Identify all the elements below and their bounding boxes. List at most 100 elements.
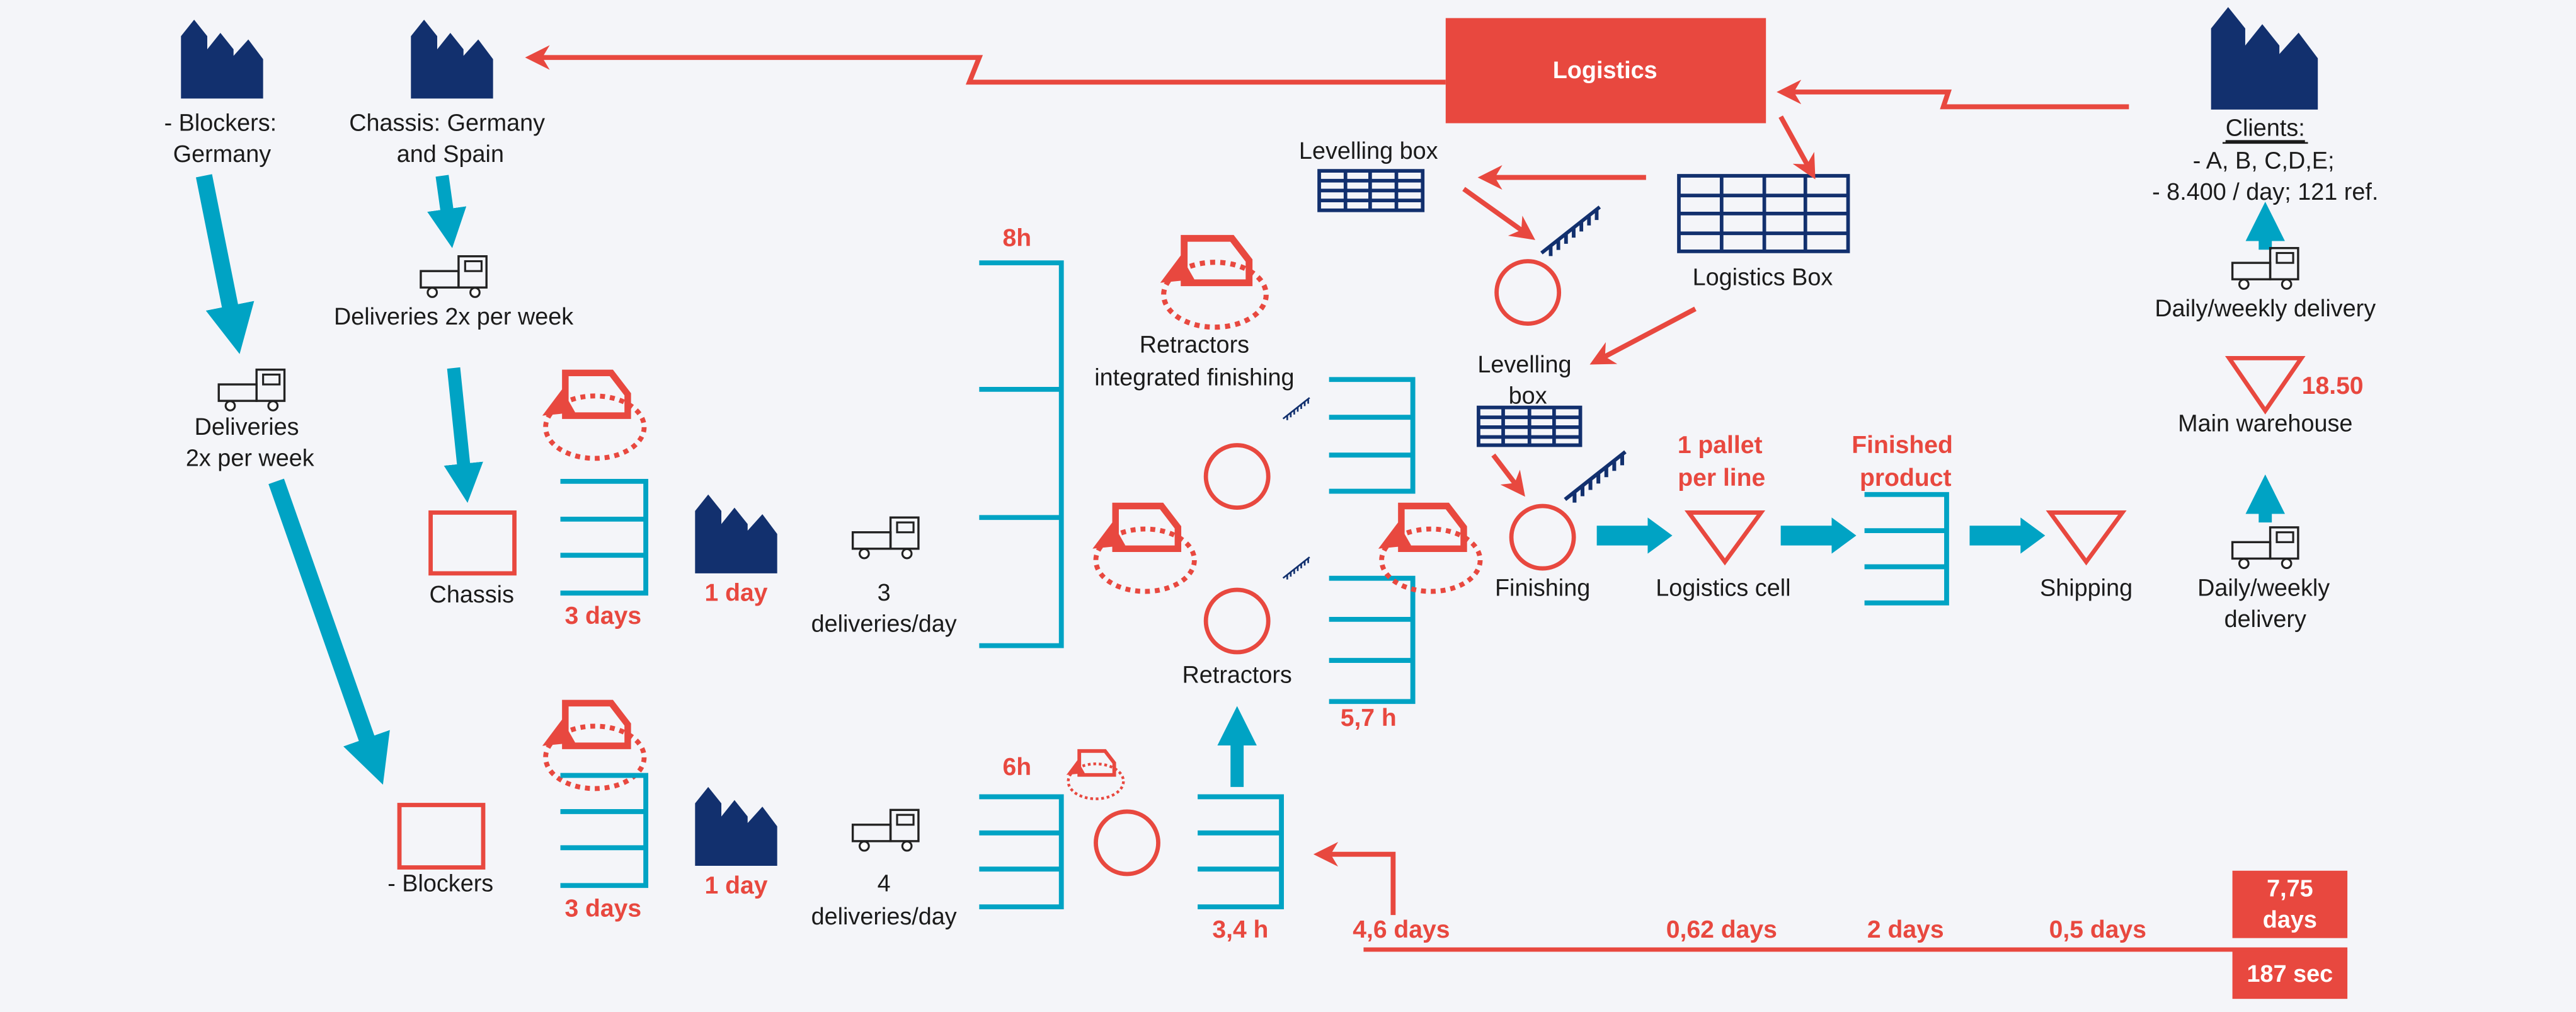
total-lead-time-box [2232, 870, 2348, 938]
warehouse-value: 18.50 [2302, 372, 2364, 400]
supermarket-icon [979, 260, 1064, 648]
inventory-label: Chassis [430, 582, 514, 608]
delivery-frequency: Daily/weekly [2197, 575, 2330, 601]
inventory-box [397, 803, 486, 870]
delivery-frequency: 2x per week [186, 445, 314, 471]
clients-list: - A, B, C,D,E; [2193, 148, 2335, 175]
stock-time: 3 days [564, 602, 641, 630]
process-circle [1094, 809, 1160, 877]
kanban-icon [542, 373, 644, 459]
total-processing-box [2232, 951, 2348, 999]
info-flow-arrow [1589, 306, 1697, 365]
warehouse-label: Main warehouse [2178, 411, 2352, 437]
inventory-box [428, 510, 517, 576]
process-circle [1203, 587, 1271, 655]
clients-demand: - 8.400 / day; 121 ref. [2152, 179, 2378, 205]
truck-icon [217, 368, 286, 411]
supermarket-time: 3,4 h [1212, 916, 1268, 943]
inventory-label: - Blockers [387, 871, 493, 897]
factory-icon [695, 494, 777, 573]
factory-icon [181, 20, 263, 99]
info-flow-arrow [1778, 115, 1816, 180]
process-label: Shipping [2040, 575, 2132, 601]
inventory-triangle [1684, 510, 1766, 566]
shipment-arrow-icon [1780, 517, 1857, 554]
levelling-box-label: Levelling [1477, 352, 1571, 378]
logistics-title: Logistics [1553, 57, 1657, 84]
delivery-frequency: Deliveries [195, 414, 299, 440]
shipment-arrow-icon [1969, 517, 2046, 554]
supermarket-icon [1864, 492, 1949, 606]
truck-icon [420, 255, 488, 299]
factory-icon [2211, 7, 2318, 110]
push-arrow [427, 175, 467, 248]
process-circle [1509, 503, 1576, 571]
push-arrow [444, 367, 483, 503]
info-flow-arrow [1491, 453, 1525, 497]
timeline-segment: 0,5 days [2049, 916, 2146, 943]
truck-icon [851, 516, 920, 560]
stock-time: 3 days [564, 895, 641, 922]
finished-product-label: Finished [1852, 432, 1953, 459]
info-flow-arrow [1462, 187, 1535, 240]
operator-icon [1542, 207, 1600, 256]
factory-icon [411, 20, 493, 99]
process-label: Logistics cell [1656, 575, 1790, 601]
deliveries-unit: deliveries/day [811, 904, 957, 930]
supplier-blockers-label: - Blockers: [164, 110, 277, 137]
timeline-segment: 2 days [1867, 916, 1944, 943]
supermarket-time: 5,7 h [1341, 704, 1397, 732]
clients-title: Clients: [2226, 115, 2305, 141]
supplier-chassis-label: and Spain [397, 141, 504, 168]
supermarket-icon [560, 773, 649, 888]
operator-icon [1283, 557, 1310, 579]
logistics-box [1445, 18, 1766, 124]
warehouse-triangle [2224, 355, 2306, 415]
kanban-icon [1092, 506, 1194, 592]
truck-icon [2231, 526, 2299, 570]
pallet-note: per line [1678, 464, 1765, 492]
deliveries-unit: deliveries/day [811, 611, 957, 638]
deliveries-count: 3 [878, 580, 891, 606]
timeline-segment: 4,6 days [1353, 916, 1450, 943]
delivery-frequency: Daily/weekly delivery [2155, 296, 2376, 322]
supermarket-icon [979, 794, 1064, 910]
total-lead-time-unit: days [2263, 907, 2317, 933]
levelling-box-label: box [1509, 382, 1547, 409]
transport-time: 1 day [705, 872, 768, 899]
supermarket-icon [1329, 575, 1416, 704]
supermarket-icon [1329, 377, 1416, 494]
process-circle [1203, 443, 1271, 510]
levelling-box-label: Levelling box [1299, 138, 1438, 164]
supplier-blockers-label: Germany [173, 141, 272, 168]
supermarket-time: 8h [1003, 225, 1032, 252]
deliveries-count: 4 [878, 871, 891, 897]
factory-icon [695, 786, 777, 866]
finished-product-label: product [1860, 464, 1952, 492]
transport-time: 1 day [705, 580, 768, 607]
process-circle [1494, 259, 1562, 326]
shipment-arrow-icon [1596, 517, 1673, 554]
process-label: Finishing [1495, 575, 1590, 601]
logistics-box-label: Logistics Box [1693, 265, 1833, 291]
operator-icon [1283, 398, 1310, 420]
info-flow-arrow [1777, 79, 2129, 110]
supermarket-icon [560, 478, 649, 596]
timeline-segment: 0,62 days [1666, 916, 1777, 943]
supermarket-icon [1198, 794, 1284, 910]
process-label: Retractors [1140, 332, 1249, 359]
truck-icon [851, 808, 920, 852]
total-processing-time: 187 sec [2247, 961, 2333, 987]
info-flow-arrow [525, 45, 1446, 85]
pallet-note: 1 pallet [1678, 432, 1763, 459]
supplier-chassis-label: Chassis: Germany [349, 110, 545, 137]
process-label: integrated finishing [1094, 365, 1294, 391]
logistics-box-icon [1677, 174, 1850, 253]
delivery-frequency: Deliveries 2x per week [334, 304, 573, 330]
kanban-icon [1067, 751, 1124, 799]
push-arrow [268, 478, 390, 785]
levelling-box-icon [1317, 169, 1425, 212]
levelling-box-icon [1477, 405, 1583, 447]
total-lead-time: 7,75 [2267, 875, 2313, 902]
